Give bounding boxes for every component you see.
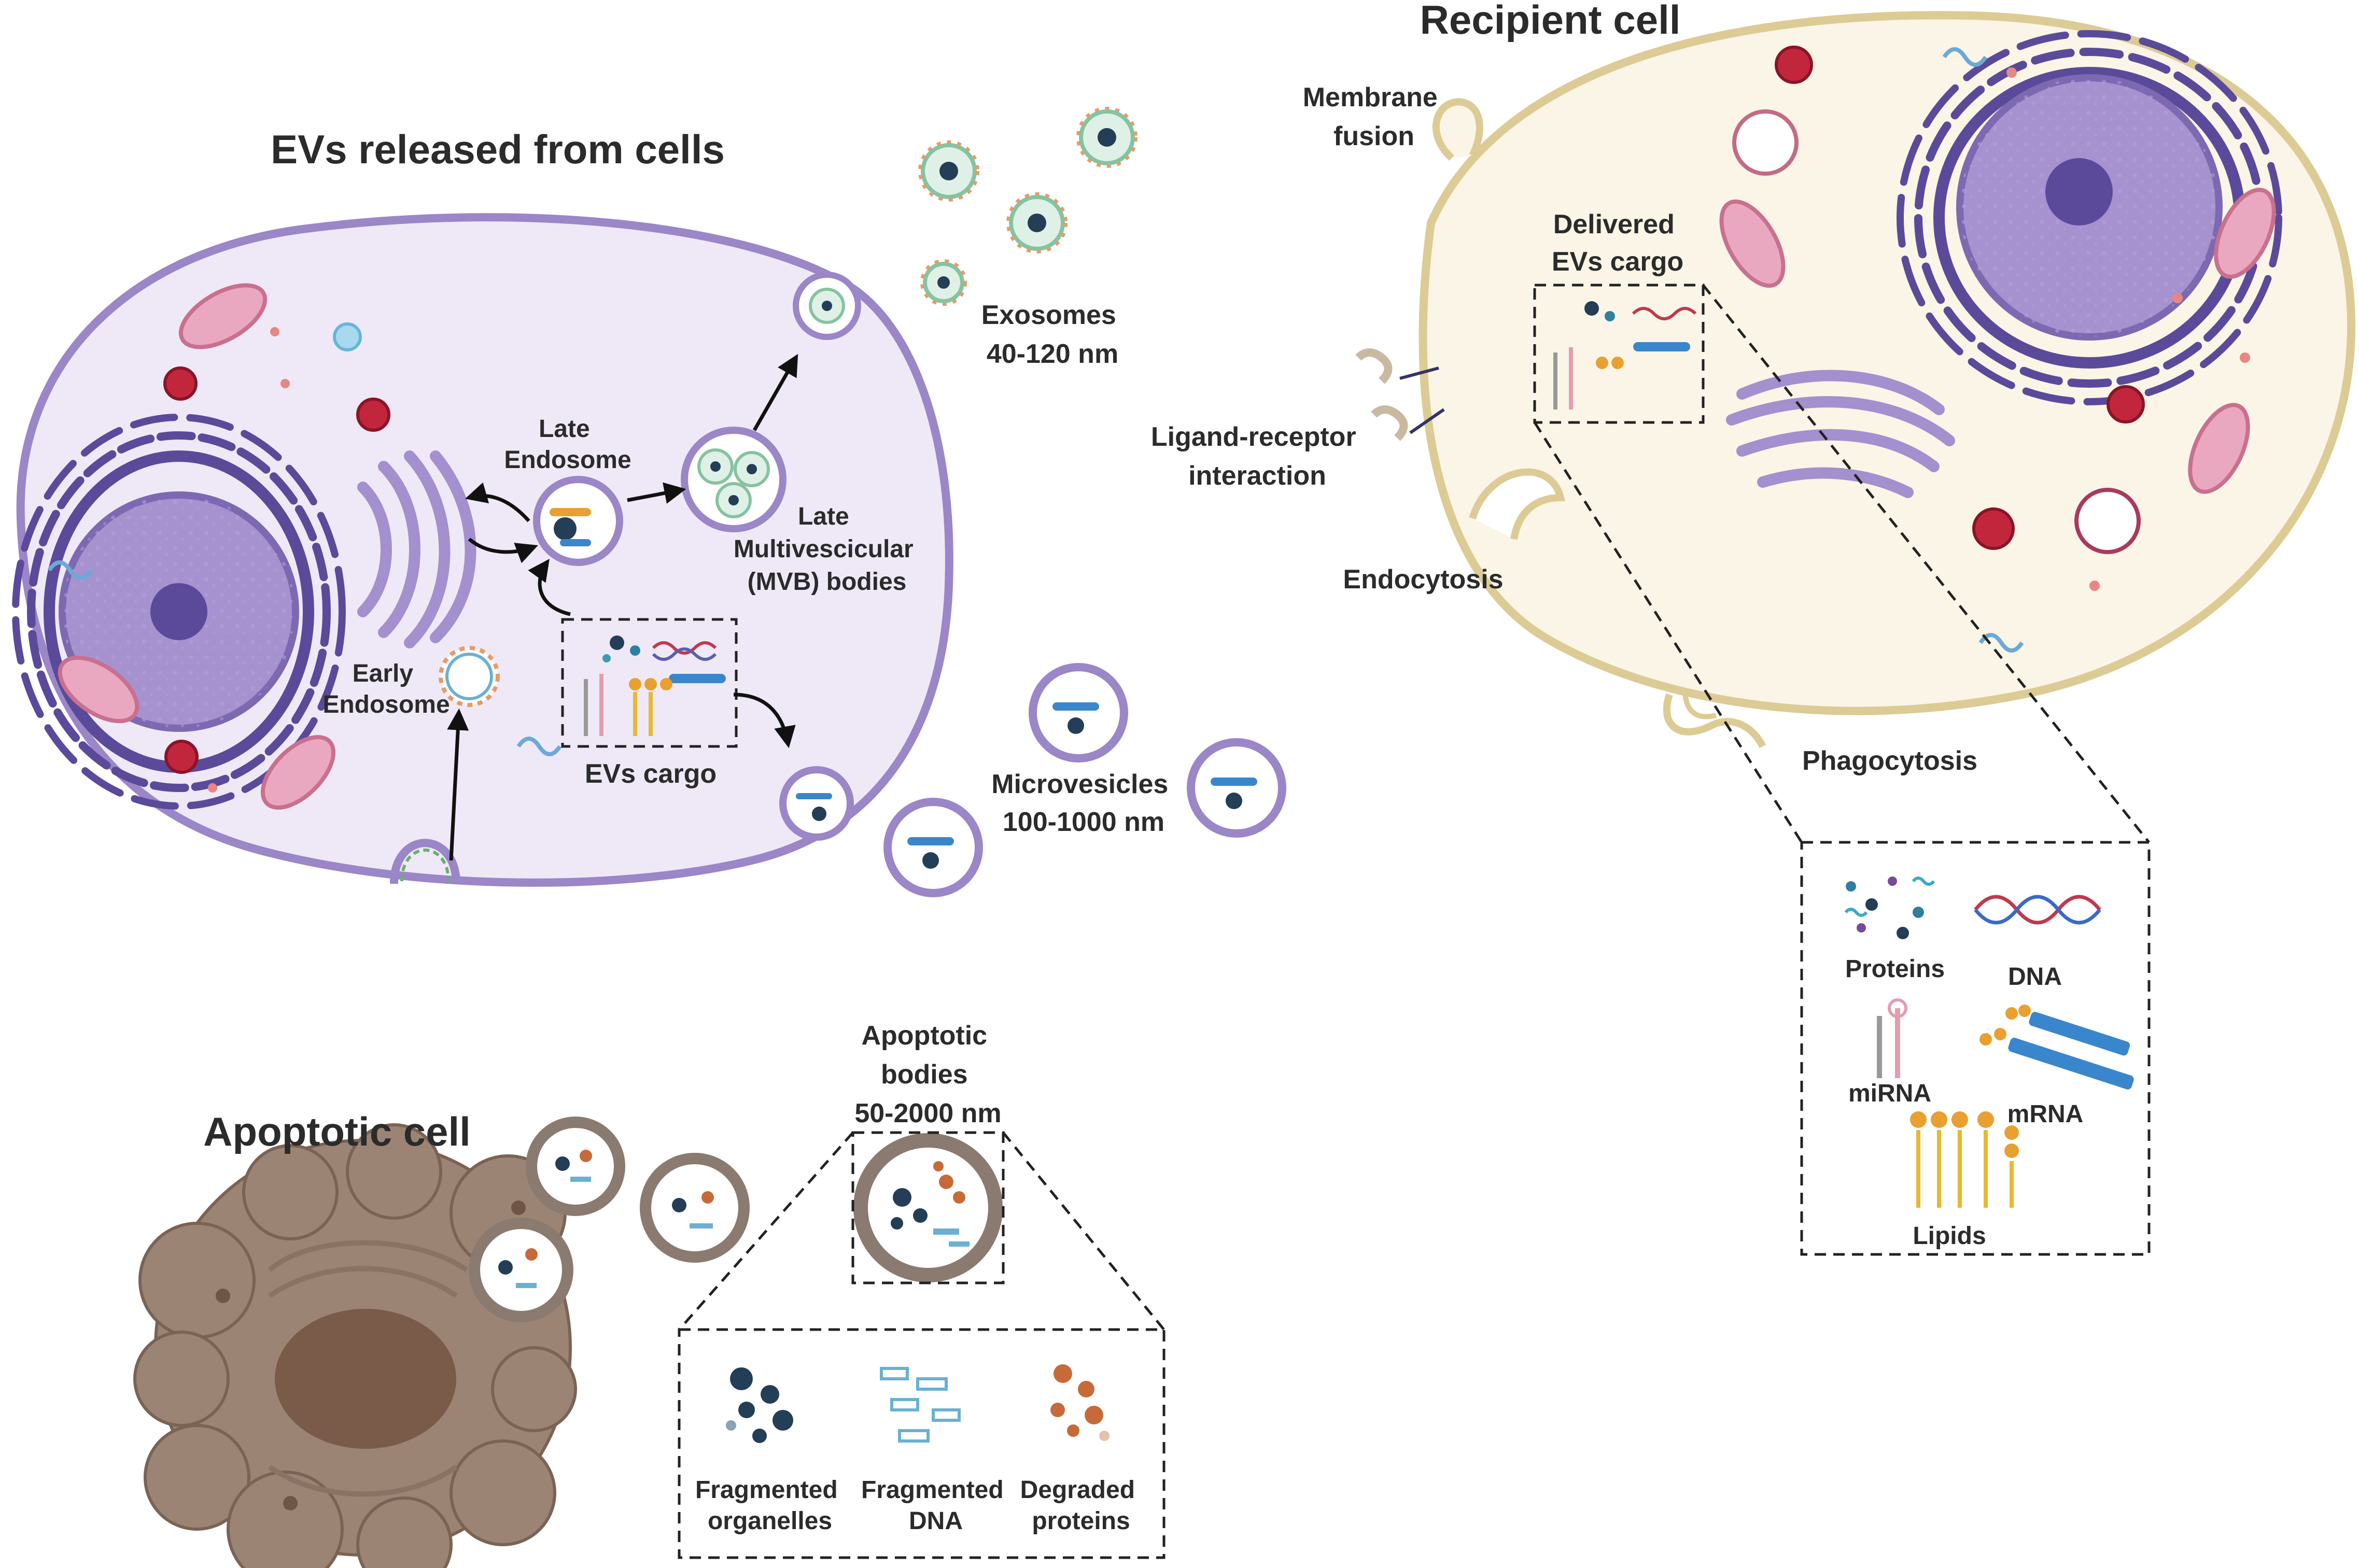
title-recipient-cell: Recipient cell <box>1420 0 1681 43</box>
label-ligand-receptor: Ligand-receptor interaction <box>1151 422 1364 491</box>
recipient-cell: Recipient cell Membrane fusion Delivered… <box>1151 0 2356 776</box>
title-apoptotic-cell: Apoptotic cell <box>203 1109 471 1154</box>
zoom-lines-apoptotic <box>678 1132 1165 1331</box>
donor-organelle-dots <box>47 322 562 793</box>
apoptotic-body-zoom-box <box>851 1131 1005 1284</box>
lipids-icon <box>1910 1111 2019 1208</box>
label-fragmented-dna: Fragmented DNA <box>861 1476 1010 1535</box>
early-endosome <box>439 646 500 707</box>
label-proteins: Proteins <box>1845 955 1945 983</box>
cargo-legend: Proteins DNA miRNA mRNA Lipids <box>1800 841 2151 1256</box>
label-delivered-cargo: Delivered EVs cargo <box>1552 209 1683 277</box>
zoom-lines-cargo <box>1533 284 2150 843</box>
label-exosomes: Exosomes 40-120 nm <box>981 300 1124 369</box>
label-fragmented-organelles: Fragmented organelles <box>695 1476 845 1535</box>
donor-cell: EVs released from cells Late Endosome La… <box>12 126 953 887</box>
fragmented-dna-icon <box>880 1367 961 1443</box>
delivered-cargo-box <box>1533 284 1705 424</box>
label-degraded-proteins: Degraded proteins <box>1020 1476 1142 1535</box>
recipient-golgi <box>1726 370 1955 498</box>
receptors <box>1355 348 1445 441</box>
apoptotic-bodies <box>469 1117 1003 1322</box>
endocytic-pit <box>390 839 460 884</box>
recipient-nucleolus <box>2045 158 2113 225</box>
budding-vesicles <box>779 272 861 841</box>
donor-arrows <box>447 354 798 861</box>
label-dna: DNA <box>2008 963 2062 991</box>
label-late-mvb: Late Multivescicular (MVB) bodies <box>734 503 920 596</box>
proteins-icon <box>1844 877 1935 939</box>
label-microvesicles: Microvesicles 100-1000 nm <box>991 769 1176 837</box>
mrna-icon <box>1979 1005 2134 1090</box>
recipient-organelle-dots <box>1732 46 2250 653</box>
fragmented-organelles-icon <box>726 1367 793 1443</box>
label-apoptotic-bodies: Apoptotic bodies 50-2000 nm <box>854 1021 1001 1128</box>
label-mrna: mRNA <box>2007 1100 2084 1128</box>
late-mvb <box>681 427 787 532</box>
label-membrane-fusion: Membrane fusion <box>1303 82 1445 151</box>
donor-mitochondria <box>58 283 336 810</box>
apoptotic-cell <box>133 1123 577 1568</box>
label-lipids: Lipids <box>1913 1222 1986 1250</box>
degraded-proteins-icon <box>1050 1364 1110 1441</box>
recipient-mitochondria <box>1719 188 2276 494</box>
label-mirna: miRNA <box>1848 1080 1931 1107</box>
mirna-icon <box>1877 998 1907 1078</box>
donor-golgi <box>357 450 476 648</box>
label-endocytosis: Endocytosis <box>1343 564 1503 595</box>
exosomes-released <box>918 107 1138 306</box>
label-evs-cargo: EVs cargo <box>585 759 717 789</box>
label-early-endosome: Early Endosome <box>322 660 450 718</box>
recipient-cell-membrane <box>1419 11 2356 715</box>
late-endosome <box>533 476 623 566</box>
apoptotic-legend: Fragmented organelles Fragmented DNA Deg… <box>678 1328 1166 1559</box>
label-late-endosome: Late Endosome <box>504 415 631 474</box>
label-phagocytosis: Phagocytosis <box>1802 746 1977 776</box>
microvesicles-released <box>883 663 1286 897</box>
dna-icon <box>1974 895 2101 925</box>
donor-nucleolus <box>150 583 207 640</box>
delivered-cargo-contents <box>1553 301 1697 409</box>
evs-cargo-contents <box>584 635 726 736</box>
apoptotic-nucleus <box>275 1309 456 1449</box>
title-evs-released: EVs released from cells <box>271 126 725 172</box>
